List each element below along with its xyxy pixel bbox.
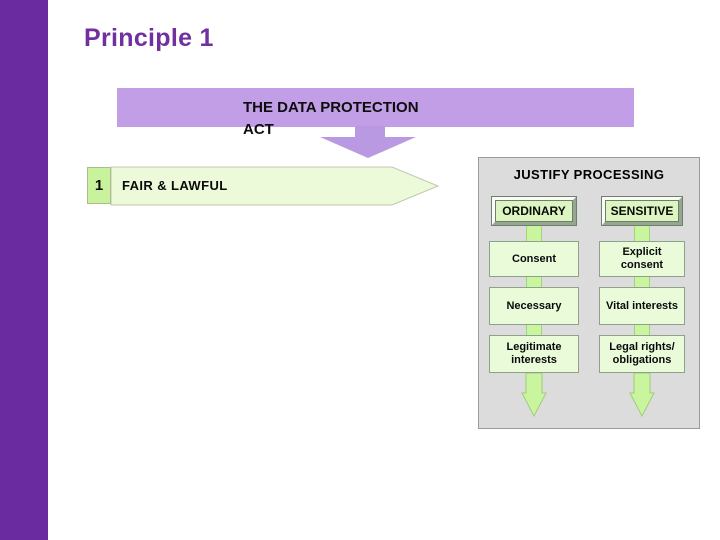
banner-title: THE DATA PROTECTION ACT <box>243 97 503 141</box>
flow-box-vital-interests: Vital interests <box>599 287 685 325</box>
flow-box-legal-rights-obligations: Legal rights/ obligations <box>599 335 685 373</box>
principle-number-badge: 1 <box>87 167 111 204</box>
flow-box-necessary: Necessary <box>489 287 579 325</box>
flow-columns: ORDINARY Consent Necessary Legitimate in… <box>479 196 699 417</box>
down-arrow-icon <box>320 126 416 158</box>
connector-stem <box>526 277 542 287</box>
banner-title-line1: THE DATA PROTECTION <box>243 99 419 116</box>
connector-stem <box>634 226 650 241</box>
column-sensitive: SENSITIVE Explicit consent Vital interes… <box>599 196 685 417</box>
connector-stem <box>526 325 542 335</box>
flow-down-arrow-icon <box>521 373 547 417</box>
column-header-box-sensitive: SENSITIVE <box>601 196 683 226</box>
flow-box-consent: Consent <box>489 241 579 277</box>
connector-stem <box>526 226 542 241</box>
flow-box-explicit-consent: Explicit consent <box>599 241 685 277</box>
left-accent-bar <box>0 0 48 540</box>
dpa-banner: THE DATA PROTECTION ACT <box>117 88 634 138</box>
flow-down-arrow-icon <box>629 373 655 417</box>
principle-label: FAIR & LAWFUL <box>122 178 228 193</box>
column-header-box-ordinary: ORDINARY <box>491 196 577 226</box>
column-header-label: SENSITIVE <box>605 200 679 222</box>
justify-processing-panel: JUSTIFY PROCESSING ORDINARY Consent Nece… <box>478 157 700 429</box>
column-header-label: ORDINARY <box>495 200 573 222</box>
principle-chevron <box>110 166 440 206</box>
banner-title-line2: ACT <box>243 121 274 138</box>
panel-title: JUSTIFY PROCESSING <box>513 167 665 182</box>
flow-box-legitimate-interests: Legitimate interests <box>489 335 579 373</box>
column-ordinary: ORDINARY Consent Necessary Legitimate in… <box>489 196 579 417</box>
connector-stem <box>634 325 650 335</box>
slide-title: Principle 1 <box>84 24 214 52</box>
connector-stem <box>634 277 650 287</box>
